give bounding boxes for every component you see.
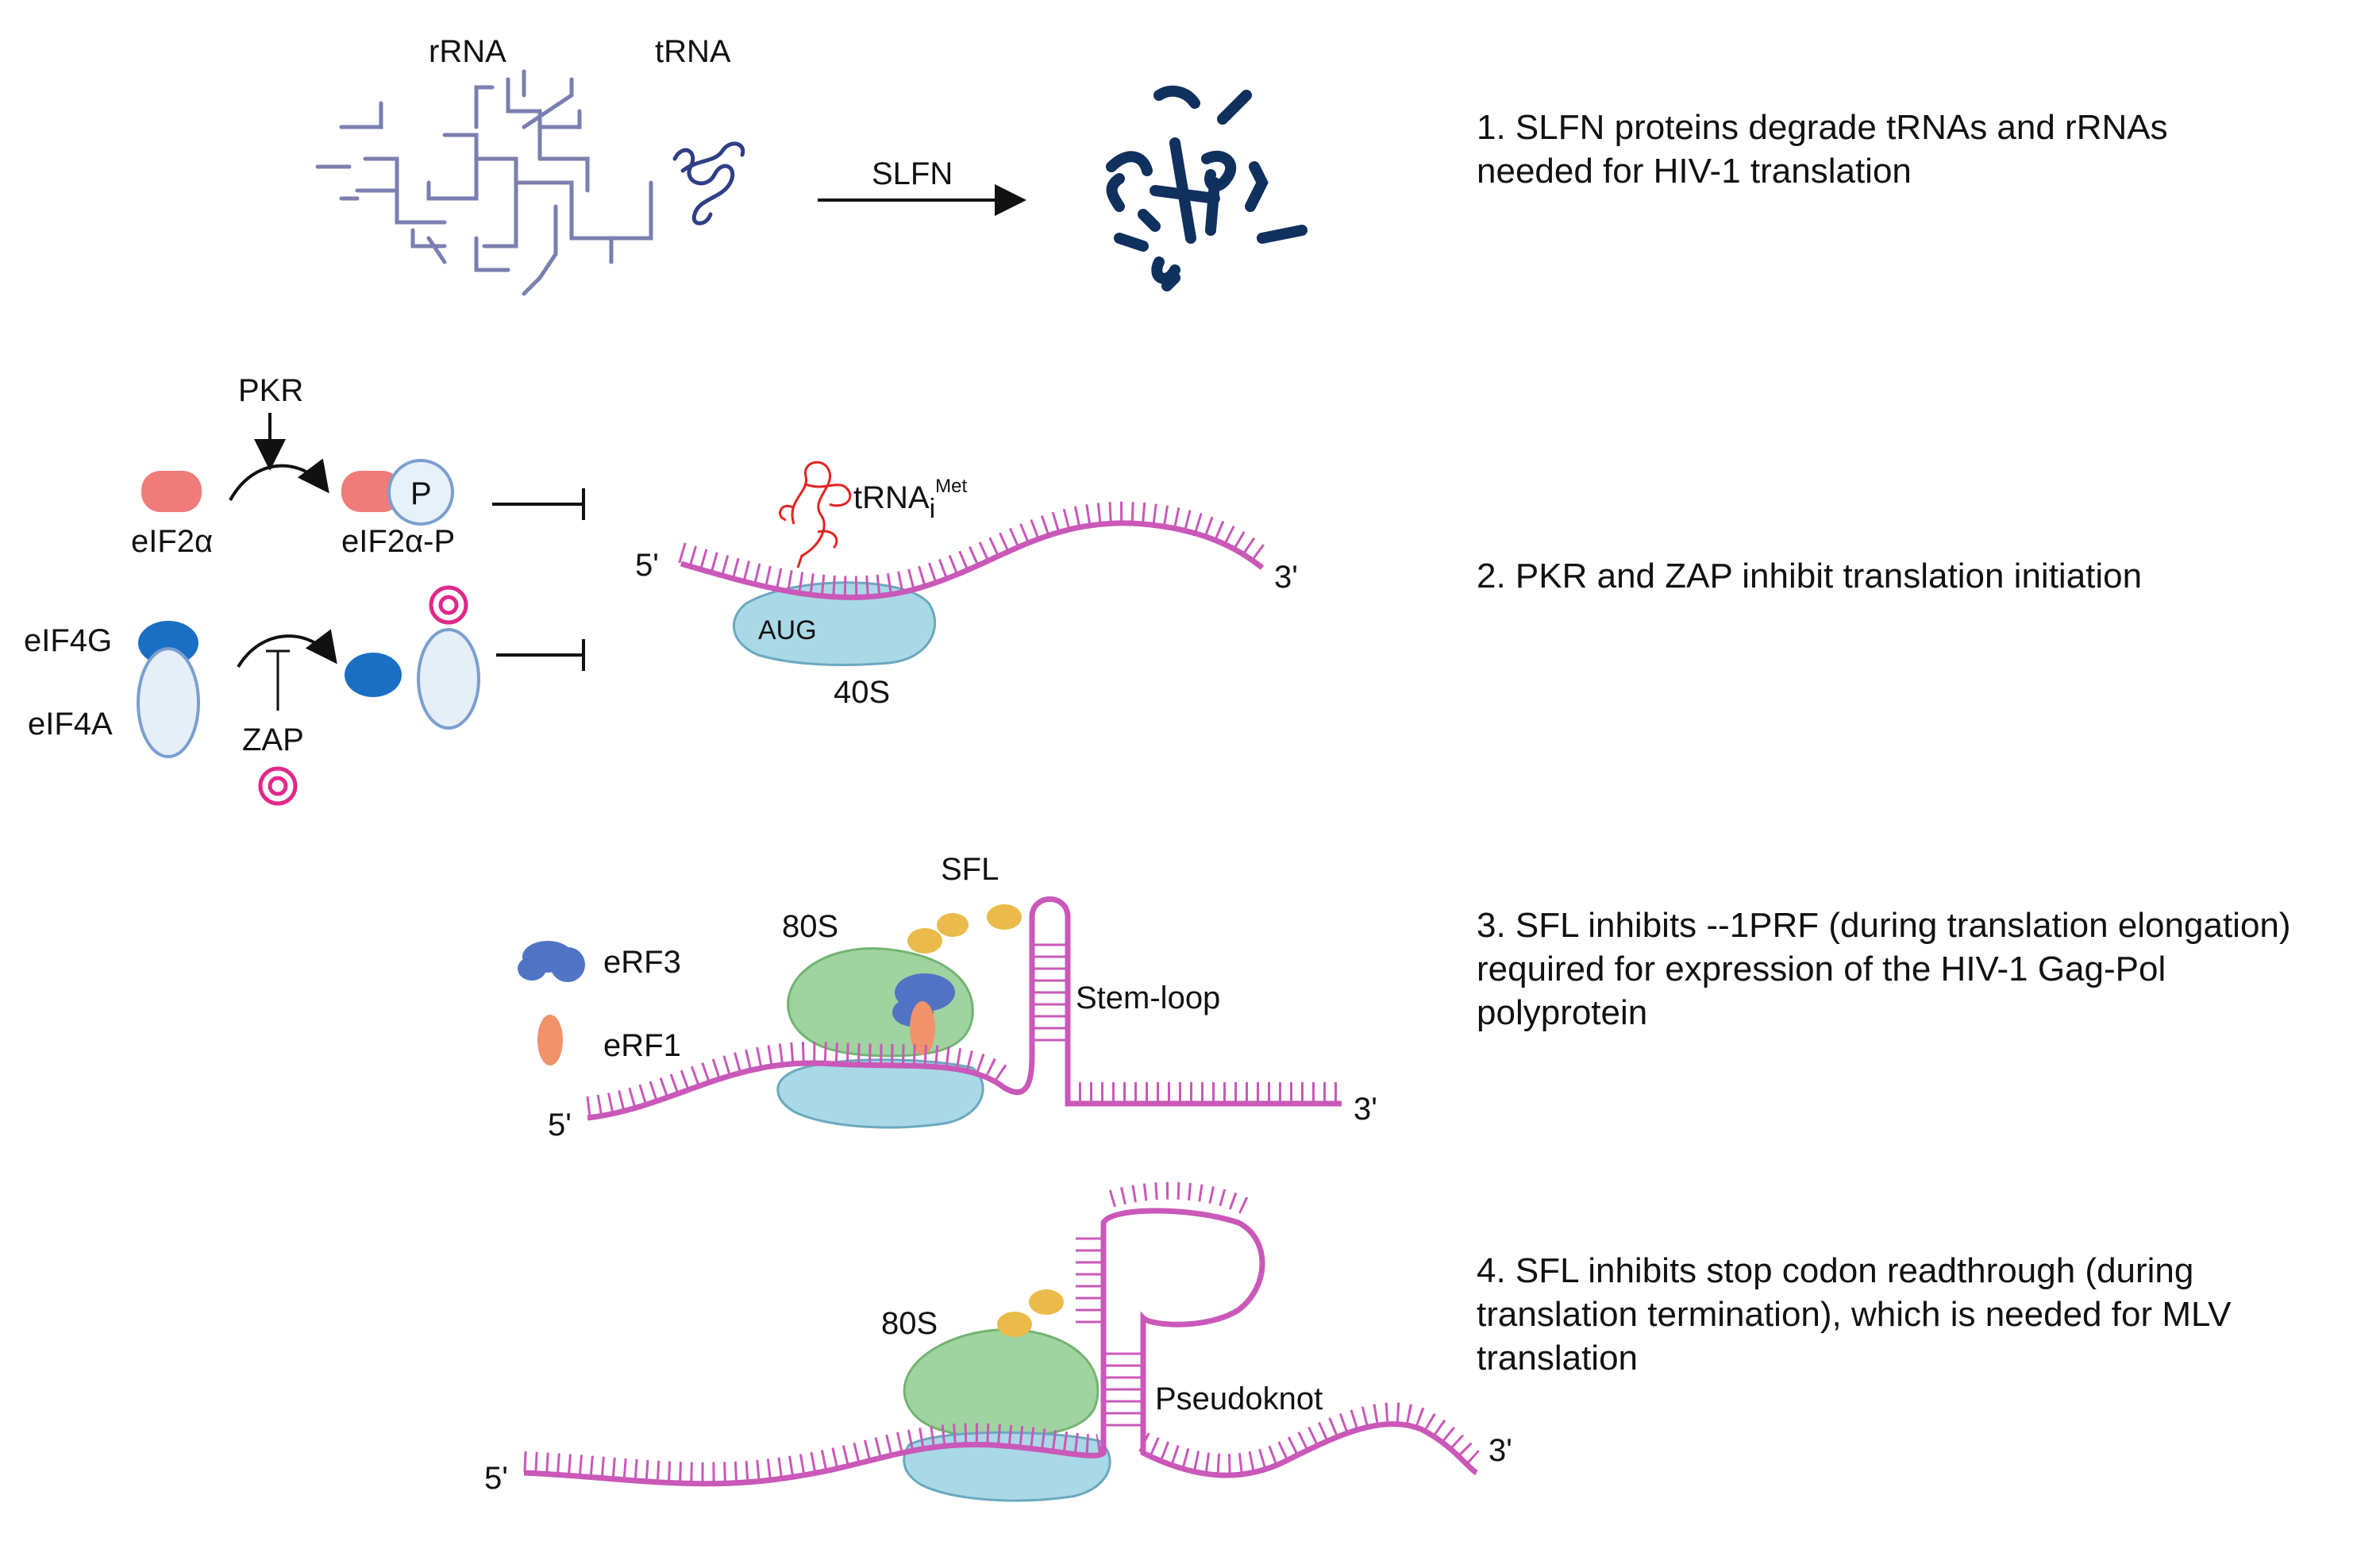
zap-inhibition-line <box>266 649 290 711</box>
panel-1-slfn-degradation: rRNA tRNA <box>315 34 2168 296</box>
dissociation-arrow <box>237 629 337 669</box>
mrna-strand-panel-2 <box>678 501 1269 600</box>
inhibition-bar-eif2a <box>492 488 585 520</box>
eif2a-label: eIF2α <box>131 524 213 559</box>
panel-4-description-line-3: translation <box>1477 1339 1638 1378</box>
phosphorylation-arrow <box>229 458 329 501</box>
pseudoknot-label: Pseudoknot <box>1155 1381 1323 1416</box>
erf1-icon <box>537 1015 563 1065</box>
eif4a-label: eIF4A <box>28 707 113 742</box>
40s-subunit <box>733 581 937 667</box>
phosphate-label: P <box>410 476 432 511</box>
panel-2-description: 2. PKR and ZAP inhibit translation initi… <box>1477 557 2142 595</box>
eif2a-p-label: eIF2α-P <box>341 524 455 559</box>
erf3-label: eRF3 <box>603 945 681 980</box>
sfl-protein-panel-3 <box>907 904 1022 954</box>
rrna-structure-icon <box>315 69 653 296</box>
panel-3-description-line-2: required for expression of the HIV-1 Gag… <box>1477 950 2166 988</box>
sfl-protein-panel-4 <box>997 1289 1064 1337</box>
panel-1-description-line-1: 1. SLFN proteins degrade tRNAs and rRNAs <box>1477 108 2168 147</box>
stem-loop-label: Stem-loop <box>1076 981 1220 1015</box>
panel-3-description-line-3: polyprotein <box>1477 993 1647 1032</box>
zap-bound-icon <box>429 585 468 625</box>
80s-label-panel-4: 80S <box>881 1306 938 1341</box>
zap-label: ZAP <box>242 722 304 757</box>
panel-1-description-line-2: needed for HIV-1 translation <box>1477 152 1912 191</box>
degraded-fragments-icon <box>1106 85 1307 291</box>
slfn-label: SLFN <box>872 156 953 191</box>
trna-icon <box>672 141 745 225</box>
inhibition-bar-eif4 <box>496 639 585 671</box>
eif4g-label: eIF4G <box>24 623 112 658</box>
eif4a-protein <box>137 647 200 758</box>
mrna-strand-panel-4 <box>523 1181 1483 1487</box>
three-prime-label-panel-2: 3' <box>1274 560 1298 595</box>
initiator-trna-icon <box>779 460 852 568</box>
erf3-icon <box>518 941 585 982</box>
three-prime-label-panel-4: 3' <box>1488 1433 1512 1468</box>
eif4g-free <box>345 653 402 697</box>
trna-met-label: tRNAiMet <box>853 476 967 524</box>
mrna-strand-panel-3 <box>586 896 1342 1121</box>
phosphate-circle <box>387 459 454 526</box>
panel-4-description-line-1: 4. SFL inhibits stop codon readthrough (… <box>1477 1251 2193 1290</box>
80s-large-subunit-panel-4 <box>903 1328 1099 1439</box>
trna-label: tRNA <box>655 34 731 69</box>
40s-label: 40S <box>834 675 890 710</box>
rrna-label: rRNA <box>429 34 506 69</box>
zap-protein-icon <box>258 766 298 806</box>
eif2a-protein <box>141 471 202 512</box>
five-prime-label-panel-4: 5' <box>484 1461 508 1496</box>
pkr-label: PKR <box>238 373 303 408</box>
panel-4-description-line-2: translation termination), which is neede… <box>1477 1295 2232 1334</box>
three-prime-label-panel-3: 3' <box>1354 1092 1377 1127</box>
panel-3-description-line-1: 3. SFL inhibits --1PRF (during translati… <box>1477 906 2291 945</box>
five-prime-label-panel-3: 5' <box>548 1108 572 1142</box>
panel-2-initiation-inhibition: PKR eIF2α P eIF2α-P eIF4G eIF4A ZAP <box>24 373 2142 806</box>
sfl-label: SFL <box>941 852 999 887</box>
80s-small-subunit-panel-4 <box>903 1431 1111 1502</box>
erf1-label: eRF1 <box>603 1028 681 1063</box>
panel-4-readthrough-inhibition: 80S 5' 3' Pseudoknot 4. SFL inhibits sto… <box>484 1181 2232 1502</box>
panel-3-frameshift-inhibition: eRF3 eRF1 80S SFL 5' 3' Stem-loop 3. SFL… <box>518 852 2291 1142</box>
eif4a-zap-bound <box>417 628 480 730</box>
five-prime-label-panel-2: 5' <box>635 548 659 583</box>
eif2a-p-protein <box>341 471 402 512</box>
erf1-bound-icon <box>910 1001 935 1055</box>
aug-label: AUG <box>758 615 817 645</box>
80s-label-panel-3: 80S <box>782 909 838 944</box>
